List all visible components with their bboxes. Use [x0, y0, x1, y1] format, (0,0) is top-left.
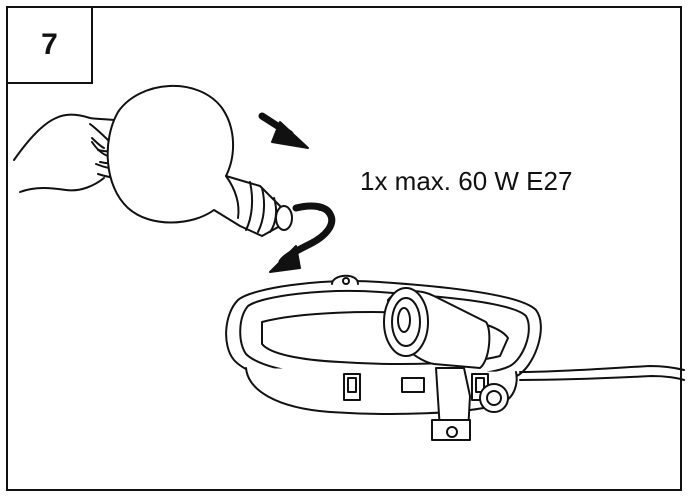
arrow-icon — [258, 112, 309, 149]
step-number-box: 7 — [6, 6, 93, 84]
cable-icon — [519, 365, 685, 381]
lamp-socket-icon — [225, 274, 542, 441]
light-bulb-icon — [106, 85, 293, 237]
bulb-spec-label: 1x max. 60 W E27 — [360, 166, 573, 196]
rotate-arrow-icon — [269, 202, 336, 273]
step-number: 7 — [41, 28, 58, 61]
